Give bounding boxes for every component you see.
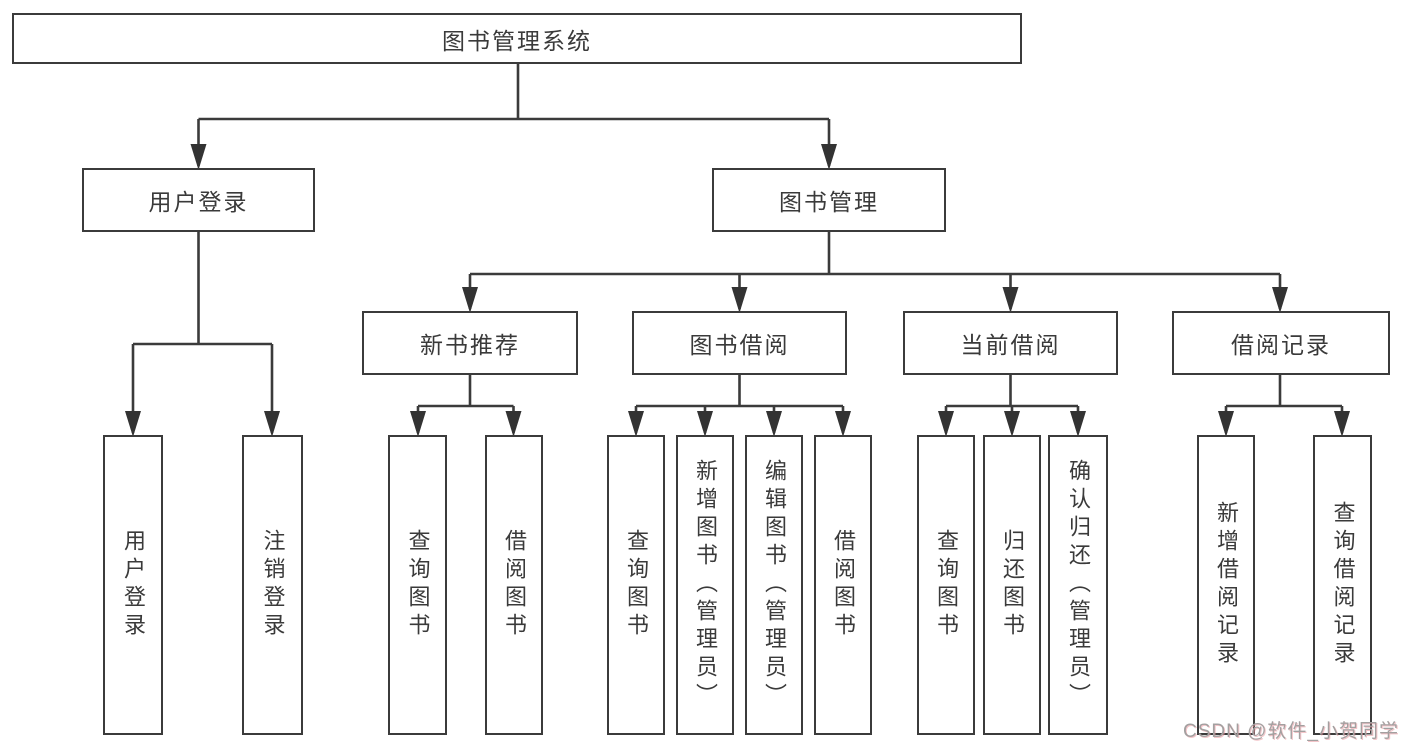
- arrow-down-icon: [766, 411, 782, 437]
- node-leaf-logout: 注销登录: [242, 435, 303, 735]
- arrow-down-icon: [410, 411, 426, 437]
- node-new-book-recommendation: 新书推荐: [362, 311, 578, 375]
- node-leaf-query-book-1: 查询图书: [388, 435, 447, 735]
- node-book-borrowing: 图书借阅: [632, 311, 847, 375]
- arrow-down-icon: [697, 411, 713, 437]
- connector-bookmgmt-split: [468, 232, 1282, 309]
- node-leaf-query-borrow-record: 查询借阅记录: [1313, 435, 1372, 735]
- arrow-down-icon: [628, 411, 644, 437]
- node-current-borrowing: 当前借阅: [903, 311, 1118, 375]
- arrow-down-icon: [1002, 287, 1019, 313]
- arrow-down-icon: [938, 411, 954, 437]
- connector-userlogin-split: [131, 232, 274, 433]
- connector-records-split: [1224, 375, 1344, 433]
- connector-currentborrow-split: [944, 375, 1080, 433]
- node-leaf-return-book: 归还图书: [983, 435, 1041, 735]
- node-book-management: 图书管理: [712, 168, 946, 232]
- node-leaf-borrow-book-2: 借阅图书: [814, 435, 872, 735]
- node-leaf-edit-book-admin: 编辑图书（管理员）: [745, 435, 803, 735]
- arrow-down-icon: [125, 411, 141, 437]
- node-root: 图书管理系统: [12, 13, 1022, 64]
- node-leaf-confirm-return-admin: 确认归还（管理员）: [1048, 435, 1108, 735]
- arrow-down-icon: [264, 411, 280, 437]
- arrow-down-icon: [190, 144, 207, 170]
- node-user-login: 用户登录: [82, 168, 315, 232]
- csdn-watermark: CSDN @软件_小贺同学: [1183, 721, 1399, 742]
- arrow-down-icon: [1070, 411, 1086, 437]
- arrow-down-icon: [1004, 411, 1020, 437]
- arrow-down-icon: [1218, 411, 1234, 437]
- arrow-down-icon: [1334, 411, 1350, 437]
- arrow-down-icon: [731, 287, 748, 313]
- node-leaf-add-book-admin: 新增图书（管理员）: [676, 435, 734, 735]
- node-leaf-borrow-book-1: 借阅图书: [485, 435, 543, 735]
- connector-root-split: [197, 64, 831, 166]
- node-leaf-query-book-3: 查询图书: [917, 435, 975, 735]
- arrow-down-icon: [1272, 287, 1288, 313]
- arrow-down-icon: [821, 144, 837, 170]
- arrow-down-icon: [505, 411, 522, 437]
- node-leaf-query-book-2: 查询图书: [607, 435, 665, 735]
- connector-bookborrow-split: [634, 375, 845, 433]
- arrow-down-icon: [835, 411, 851, 437]
- node-leaf-add-borrow-record: 新增借阅记录: [1197, 435, 1255, 735]
- arrow-down-icon: [462, 287, 478, 313]
- connector-newbook-split: [416, 375, 515, 433]
- node-borrowing-records: 借阅记录: [1172, 311, 1390, 375]
- node-leaf-user-login: 用户登录: [103, 435, 163, 735]
